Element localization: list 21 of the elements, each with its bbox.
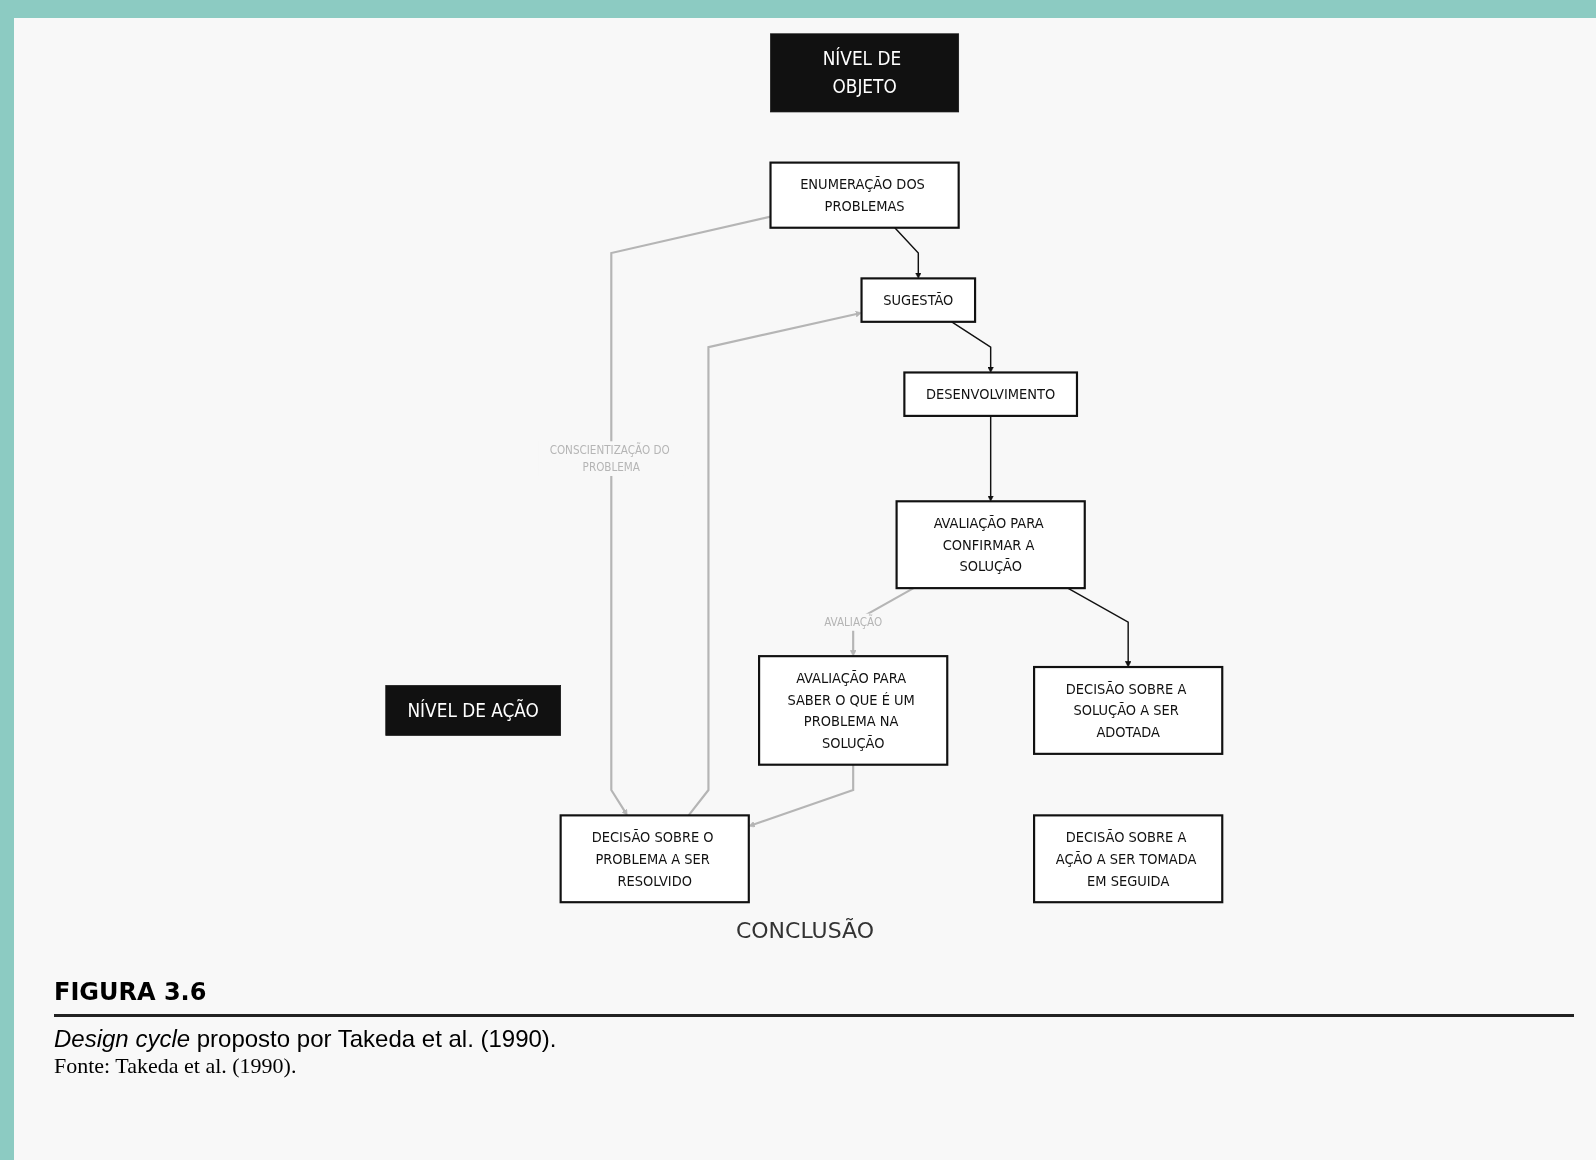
node-box: AVALIAÇÃO PARA SABER O QUE É UM PROBLEMA NA SOLUÇÃO — [758, 655, 949, 766]
arrow — [950, 321, 994, 373]
node-box: DECISÃO SOBRE A AÇÃO A SER TOMADA EM SEGUIDA — [1033, 814, 1224, 904]
arrow — [987, 415, 994, 502]
node-box: NÍVEL DE AÇÃO — [385, 685, 561, 736]
node-box: AVALIAÇÃO PARA CONFIRMAR A SOLUÇÃO — [895, 500, 1086, 590]
node-box: DECISÃO SOBRE A SOLUÇÃO A SER ADOTADA — [1033, 665, 1224, 755]
node-box: DESENVOLVIMENTO — [903, 371, 1079, 417]
source-note: Fonte: Takeda et al. (1990). — [54, 1053, 297, 1079]
arrow — [610, 215, 771, 816]
edge-label: CONSCIENTIZAÇÃO DO PROBLEMA — [549, 442, 670, 474]
figure-title: FIGURA 3.6 — [54, 978, 207, 1006]
node-box: SUGESTÃO — [860, 277, 977, 323]
node-box: DECISÃO SOBRE O PROBLEMA A SER RESOLVIDO — [559, 814, 750, 904]
node-box: NÍVEL DE OBJETO — [770, 33, 960, 113]
caption: Design cycle proposto por Takeda et al. (1990). — [54, 1025, 557, 1053]
node-box: ENUMERAÇÃO DOS PROBLEMAS — [769, 161, 960, 229]
arrow — [894, 227, 922, 279]
edge-label: AVALIAÇÃO — [824, 614, 883, 629]
note-label: CONCLUSÃO — [735, 918, 875, 943]
arrow — [748, 764, 855, 828]
